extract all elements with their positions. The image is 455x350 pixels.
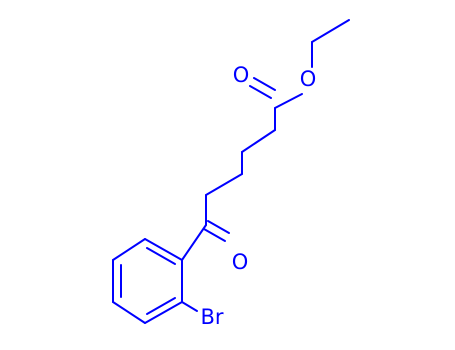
ring-bond-2: [112, 238, 146, 261]
ring-inner-bond-1: [146, 247, 176, 265]
bond-ethyl-ch3-ch2: [311, 19, 350, 43]
bond-ester-c-eq-o-2: [249, 85, 272, 99]
ring-bond-4: [112, 301, 146, 324]
bond-o-carbonyl-carbon: [274, 93, 303, 109]
ring-inner-bond-3: [146, 297, 176, 315]
atom-ester-carbonyl-oxygen: O: [233, 63, 250, 87]
atom-ketone-oxygen: O: [232, 250, 249, 274]
bond-ring-br: [181, 301, 198, 312]
bond-ketone-c-eq-o-1: [207, 220, 230, 234]
bond-ketone-c-eq-o-2: [203, 228, 226, 242]
bond-ester-c-eq-o-1: [253, 77, 276, 91]
bond-chain-4: [205, 173, 243, 196]
bond-ketone-c-to-ring: [181, 224, 207, 261]
ring-bond-1: [144, 238, 183, 261]
bond-chain-2: [241, 129, 276, 153]
ring-bond-5: [144, 301, 183, 324]
atom-ester-oxygen: O: [300, 67, 317, 91]
atom-bromine: Br: [200, 305, 223, 329]
